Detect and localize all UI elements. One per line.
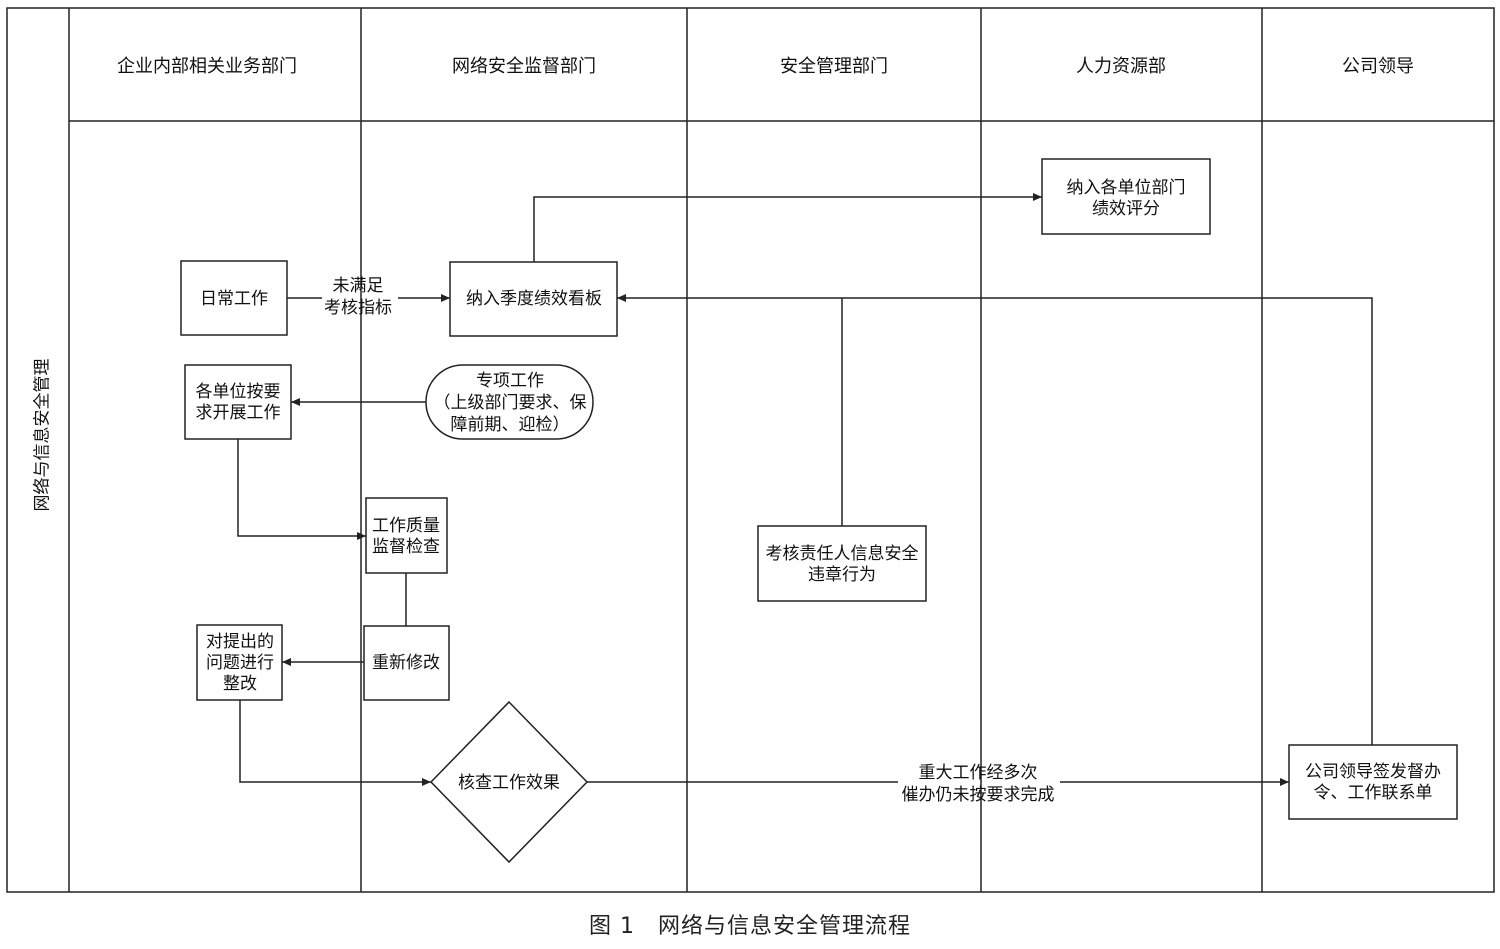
label-performance-score-1: 纳入各单位部门: [1067, 178, 1186, 198]
label-rectify-1: 对提出的: [206, 632, 274, 652]
flowchart: 网络与信息安全管理 企业内部相关业务部门 网络安全监督部门 安全管理部门 人力资…: [6, 7, 1495, 893]
label-quality-check-2: 监督检查: [372, 537, 440, 557]
node-leader-order: [1288, 744, 1458, 820]
label-revise: 重新修改: [372, 653, 440, 673]
label-quarterly-board: 纳入季度绩效看板: [466, 289, 602, 309]
edge-rectify-verify: [239, 700, 431, 786]
label-performance-score-2: 绩效评分: [1092, 199, 1160, 219]
edge-label-major-unfinished-1: 重大工作经多次: [919, 763, 1038, 783]
edge-leader-board: [617, 294, 1373, 745]
edge-units-check: [237, 439, 366, 540]
label-daily-work: 日常工作: [200, 289, 268, 309]
label-special-work-3: 障前期、迎检）: [451, 415, 570, 435]
node-performance-score: [1041, 158, 1211, 235]
label-leader-order-2: 令、工作联系单: [1314, 783, 1433, 803]
lane-header-business: 企业内部相关业务部门: [117, 56, 297, 77]
figure-caption: 图 1 网络与信息安全管理流程: [589, 914, 911, 939]
edge-label-major-unfinished-2: 催办仍未按要求完成: [902, 785, 1055, 805]
label-assess-violation-2: 违章行为: [808, 565, 876, 585]
label-quality-check-1: 工作质量: [372, 516, 440, 536]
side-label: 网络与信息安全管理: [33, 359, 53, 512]
label-rectify-2: 问题进行: [206, 653, 274, 673]
label-assess-violation-1: 考核责任人信息安全: [766, 544, 919, 564]
edge-board-score: [533, 193, 1042, 262]
label-units-work-1: 各单位按要: [196, 382, 281, 402]
label-units-work-2: 求开展工作: [196, 403, 281, 423]
lane-header-security-management: 安全管理部门: [780, 56, 888, 77]
edge-label-not-met-2: 考核指标: [324, 298, 392, 318]
node-assess-violation: [757, 525, 927, 602]
label-special-work-1: 专项工作: [476, 371, 544, 391]
node-units-work: [184, 364, 292, 440]
label-rectify-3: 整改: [223, 674, 257, 694]
lane-header-hr: 人力资源部: [1076, 56, 1166, 77]
label-special-work-2: （上级部门要求、保: [434, 393, 587, 413]
diagram-frame: [6, 7, 1495, 893]
node-revise: [363, 625, 450, 701]
label-leader-order-1: 公司领导签发督办: [1305, 762, 1441, 782]
edge-label-not-met-1: 未满足: [333, 276, 384, 296]
lane-header-leadership: 公司领导: [1342, 56, 1414, 77]
lane-header-security-supervision: 网络安全监督部门: [452, 56, 596, 77]
label-verify-effect: 核查工作效果: [458, 773, 560, 793]
node-verify-effect: [429, 700, 589, 864]
node-daily-work: [180, 260, 288, 336]
